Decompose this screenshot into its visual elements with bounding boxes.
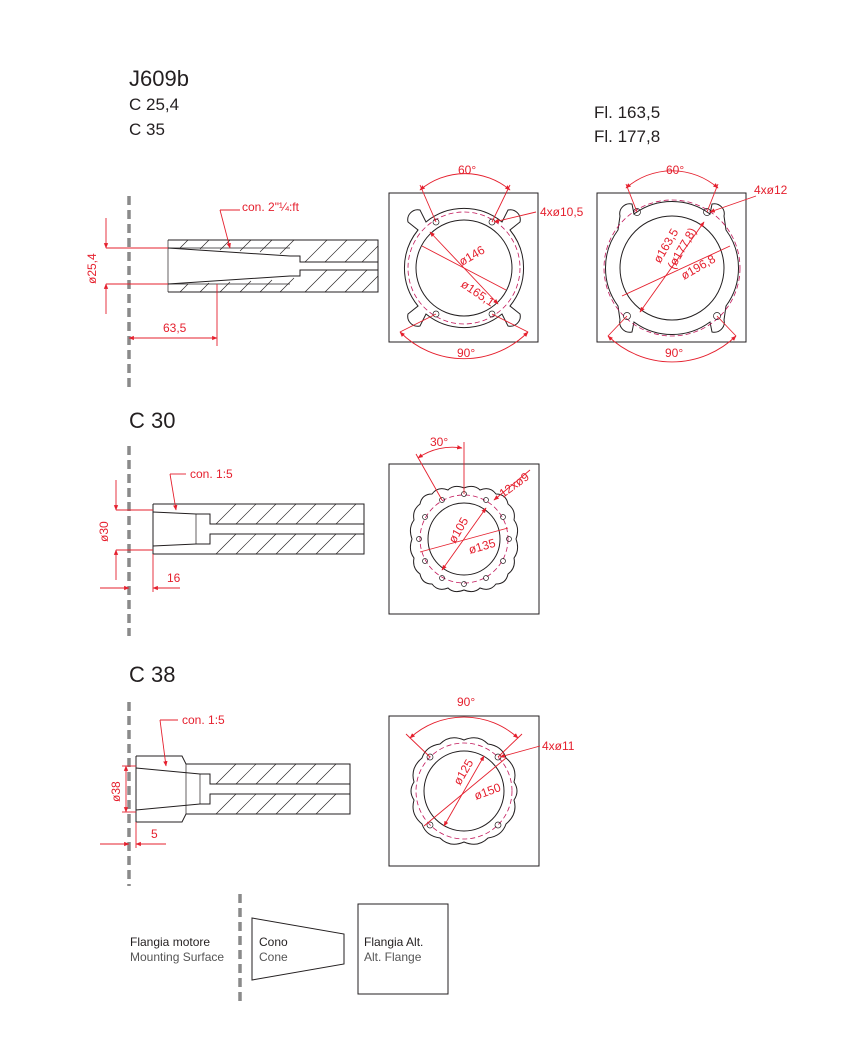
- flange-c30-inner-dia: ø105: [445, 515, 471, 546]
- shaft-offset-label: 5: [151, 827, 158, 841]
- cone-spec-label: con. 1:5: [182, 713, 225, 727]
- section-2-title: C 30: [129, 408, 175, 433]
- variant-label: C 35: [129, 120, 165, 139]
- legend-cone-sublabel: Cone: [259, 950, 288, 964]
- flange-b-outline: [605, 201, 739, 335]
- flange-a-pitch-dia: ø165,1: [458, 277, 497, 310]
- flange-b-frame: [596, 192, 747, 343]
- shaft-cone-top: [167, 247, 378, 263]
- shaft-cone-bottom: [167, 269, 378, 285]
- flange-c38-inner-dia: ø125: [450, 757, 476, 788]
- flange-c30-angle: 30°: [430, 435, 448, 449]
- shaft-length-label: 63,5: [163, 321, 187, 335]
- variant-label: C 25,4: [129, 95, 179, 114]
- flange-a-outline: [404, 208, 524, 328]
- hatching: [179, 239, 379, 293]
- flange-c38-pitch-dia: ø150: [472, 780, 503, 803]
- flange-c30-pitch-dia: ø135: [467, 536, 497, 557]
- hatching: [215, 763, 337, 815]
- shaft-diameter-label: ø38: [109, 781, 123, 802]
- shaft-outline: [168, 239, 379, 293]
- flange-a: 60° 90° ø146 ø165,1 4xø10,5: [388, 163, 584, 360]
- flange-variant-label: Fl. 177,8: [594, 127, 660, 146]
- flange-c38: 90° ø125 ø150 4xø11: [388, 695, 575, 867]
- flange-b-holes: 4xø12: [754, 183, 788, 197]
- cone-spec-label: con. 2"¼:ft: [242, 200, 300, 214]
- legend-cone-label: Cono: [259, 935, 288, 949]
- flange-a-frame: [388, 192, 539, 343]
- cone-spec-label: con. 1:5: [190, 467, 233, 481]
- shaft-offset-label: 16: [167, 571, 181, 585]
- flange-a-angle-bottom: 90°: [457, 346, 475, 360]
- flange-c38-holes: 4xø11: [542, 739, 575, 753]
- flange-variant-label: Fl. 163,5: [594, 103, 660, 122]
- flange-c30: 30° ø105 ø135 12xø9: [388, 435, 540, 615]
- flange-a-holes: 4xø10,5: [540, 205, 584, 219]
- shaft-diameter-label: ø25,4: [85, 253, 99, 284]
- flange-a-inner-dia: ø146: [457, 243, 488, 269]
- legend-flange-sublabel: Alt. Flange: [364, 950, 422, 964]
- legend-cone-shape: [251, 917, 345, 981]
- legend: Flangia motore Mounting Surface Cono Con…: [130, 894, 449, 1004]
- section-3-shaft: ø38 5 con. 1:5: [100, 702, 351, 886]
- flange-c38-angle: 90°: [457, 695, 475, 709]
- legend-motor-label: Flangia motore: [130, 935, 210, 949]
- shaft-diameter-label: ø30: [97, 521, 111, 542]
- model-title: J609b: [129, 66, 189, 91]
- flange-c30-holes: 12xø9: [497, 469, 532, 500]
- flange-b-angle-bottom: 90°: [665, 346, 683, 360]
- legend-motor-sublabel: Mounting Surface: [130, 950, 224, 964]
- bolt-holes: [416, 491, 512, 587]
- legend-flange-shape: [357, 903, 449, 995]
- section-3-title: C 38: [129, 662, 175, 687]
- section-1-shaft: ø25,4 63,5 con. 2"¼:ft: [85, 196, 379, 390]
- hatching: [215, 503, 357, 555]
- flange-b: 60° 90° ø163,5 (ø177,8) ø196,8 4xø12: [596, 163, 788, 363]
- legend-flange-label: Flangia Alt.: [364, 935, 423, 949]
- flange-a-angle-top: 60°: [458, 163, 476, 177]
- flange-b-angle-top: 60°: [666, 163, 684, 177]
- section-2-shaft: ø30 16 con. 1:5: [97, 446, 365, 636]
